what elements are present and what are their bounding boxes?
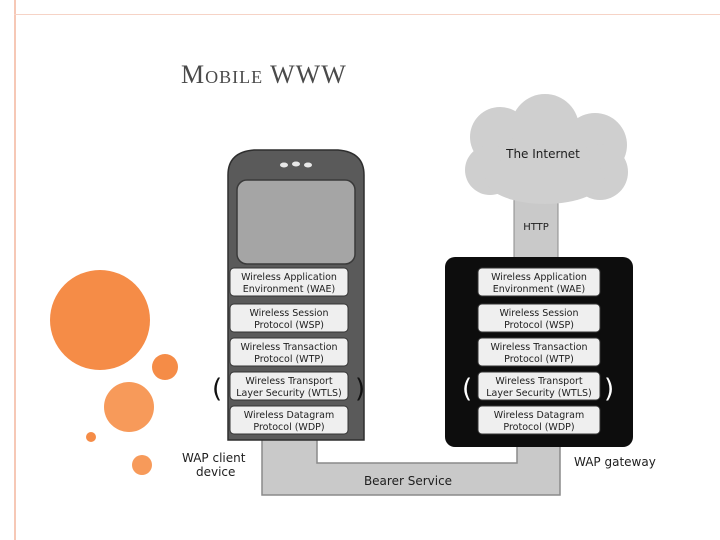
client-layer-wae-line2: Environment (WAE) [243, 284, 335, 295]
client-layer-wtp-line2: Protocol (WTP) [254, 354, 324, 365]
gateway-layer-wsp-line2: Protocol (WSP) [504, 320, 574, 331]
client-layer-wdp-line2: Protocol (WDP) [253, 422, 324, 433]
client-layer-wtls-line2: Layer Security (WTLS) [236, 388, 341, 399]
gateway-layer-wsp-line1: Wireless Session [499, 308, 578, 319]
gateway-caption: WAP gateway [574, 455, 656, 469]
client-caption-line1: WAP client [182, 451, 246, 465]
phone-speaker [280, 161, 312, 168]
gateway-layer-wtp: Wireless Transaction Protocol (WTP) [477, 337, 601, 367]
internet-label: The Internet [505, 147, 580, 161]
client-layer-wae-line1: Wireless Application [241, 272, 337, 283]
gateway-layer-wtls-line2: Layer Security (WTLS) [486, 388, 591, 399]
decor-circle-medium [104, 382, 154, 432]
client-layer-wsp-line1: Wireless Session [249, 308, 328, 319]
client-layer-wdp-line1: Wireless Datagram [244, 410, 334, 421]
gateway-wtls-left-paren: ( [462, 374, 472, 404]
gateway-layer-wdp: Wireless Datagram Protocol (WDP) [477, 405, 601, 435]
client-wtls-left-paren: ( [212, 374, 222, 404]
internet-cloud [465, 94, 628, 204]
gateway-wtls-right-paren: ) [604, 374, 614, 404]
client-layer-wae: Wireless Application Environment (WAE) [229, 267, 349, 297]
slide-title-text: Mobile WWW [181, 60, 347, 89]
client-layer-wtls: Wireless Transport Layer Security (WTLS) [229, 371, 349, 401]
gateway-layer-wdp-line1: Wireless Datagram [494, 410, 584, 421]
client-protocol-stack: Wireless Application Environment (WAE) W… [229, 267, 349, 435]
client-layer-wtls-line1: Wireless Transport [245, 376, 333, 387]
decor-circle-small [152, 354, 178, 380]
gateway-protocol-stack: Wireless Application Environment (WAE) W… [477, 267, 601, 435]
client-layer-wdp: Wireless Datagram Protocol (WDP) [229, 405, 349, 435]
client-caption-line2: device [196, 465, 235, 479]
client-wtls-right-paren: ) [355, 374, 365, 404]
http-label: HTTP [523, 222, 549, 233]
decor-circle-large [50, 270, 150, 370]
bearer-service-label: Bearer Service [364, 474, 452, 488]
slide-border-left [14, 0, 16, 540]
slide-border-top [14, 14, 720, 15]
phone-screen [236, 179, 356, 265]
gateway-layer-wtp-line1: Wireless Transaction [490, 342, 587, 353]
gateway-layer-wdp-line2: Protocol (WDP) [503, 422, 574, 433]
client-layer-wtp: Wireless Transaction Protocol (WTP) [229, 337, 349, 367]
gateway-layer-wtls-line1: Wireless Transport [495, 376, 583, 387]
client-layer-wtp-line1: Wireless Transaction [240, 342, 337, 353]
gateway-layer-wae-line2: Environment (WAE) [493, 284, 585, 295]
decor-circle-tiny [86, 432, 96, 442]
slide-title: Mobile WWW [181, 60, 347, 90]
gateway-layer-wtp-line2: Protocol (WTP) [504, 354, 574, 365]
gateway-layer-wtls: Wireless Transport Layer Security (WTLS) [477, 371, 601, 401]
gateway-layer-wae: Wireless Application Environment (WAE) [477, 267, 601, 297]
client-layer-wsp-line2: Protocol (WSP) [254, 320, 324, 331]
decor-circle-small-2 [132, 455, 152, 475]
client-layer-wsp: Wireless Session Protocol (WSP) [229, 303, 349, 333]
gateway-layer-wae-line1: Wireless Application [491, 272, 587, 283]
gateway-layer-wsp: Wireless Session Protocol (WSP) [477, 303, 601, 333]
